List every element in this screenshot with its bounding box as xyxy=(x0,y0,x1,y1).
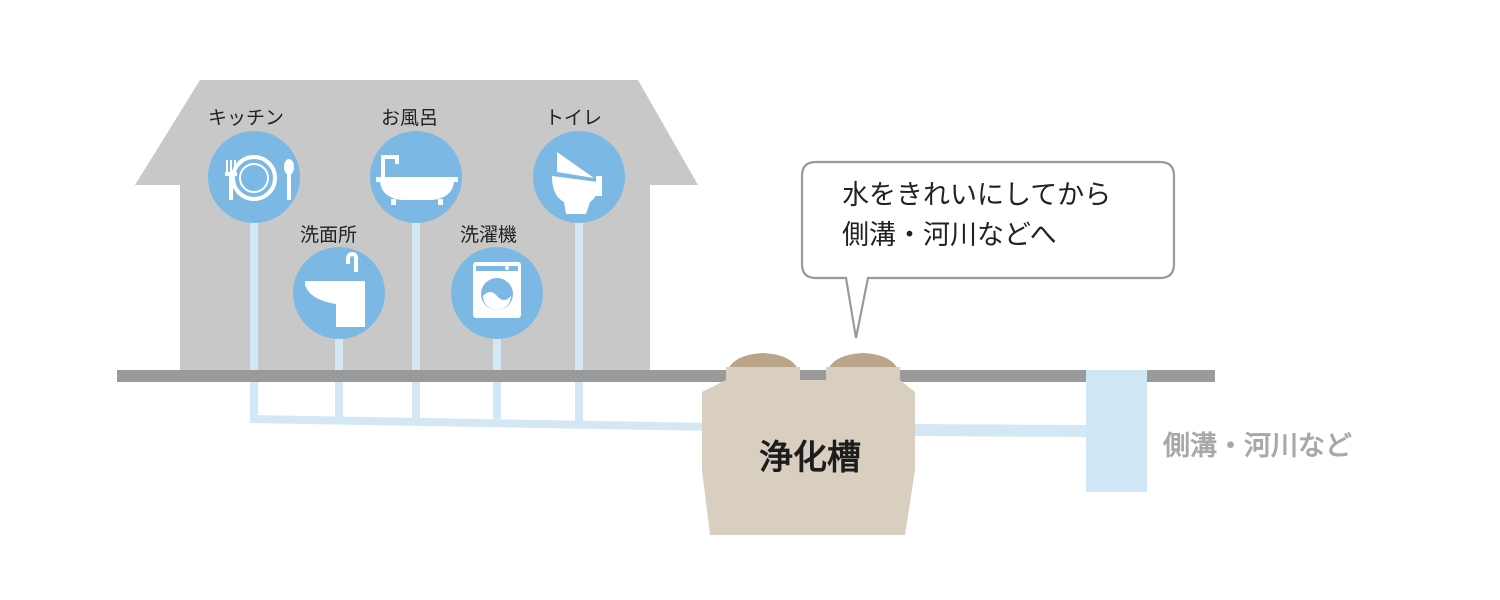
bubble-line-1: 水をきれいにしてから xyxy=(842,180,1112,211)
ground-line xyxy=(117,370,1215,382)
washing-machine-icon xyxy=(473,262,521,318)
septic-tank-label: 浄化槽 xyxy=(759,438,861,478)
outlet-channel xyxy=(1086,370,1147,492)
kitchen-label: キッチン xyxy=(208,107,285,129)
speech-bubble xyxy=(800,160,1176,339)
toilet-label: トイレ xyxy=(545,107,603,129)
drain-pipes xyxy=(250,195,1090,437)
bathtub-icon xyxy=(376,155,458,205)
toilet-circle xyxy=(533,131,625,223)
septic-tank xyxy=(702,353,915,535)
outlet-label: 側溝・河川など xyxy=(1163,431,1352,462)
speech-bubble-text: 水をきれいにしてから 側溝・河川などへ xyxy=(842,176,1111,256)
sink-icon xyxy=(305,252,365,327)
washer-label: 洗濯機 xyxy=(460,224,518,246)
kitchen-circle xyxy=(208,131,300,223)
sink-label: 洗面所 xyxy=(300,224,358,246)
plate-icon xyxy=(225,155,294,201)
bubble-line-2: 側溝・河川などへ xyxy=(842,220,1057,251)
bath-label: お風呂 xyxy=(381,107,439,129)
toilet-icon xyxy=(552,152,602,214)
